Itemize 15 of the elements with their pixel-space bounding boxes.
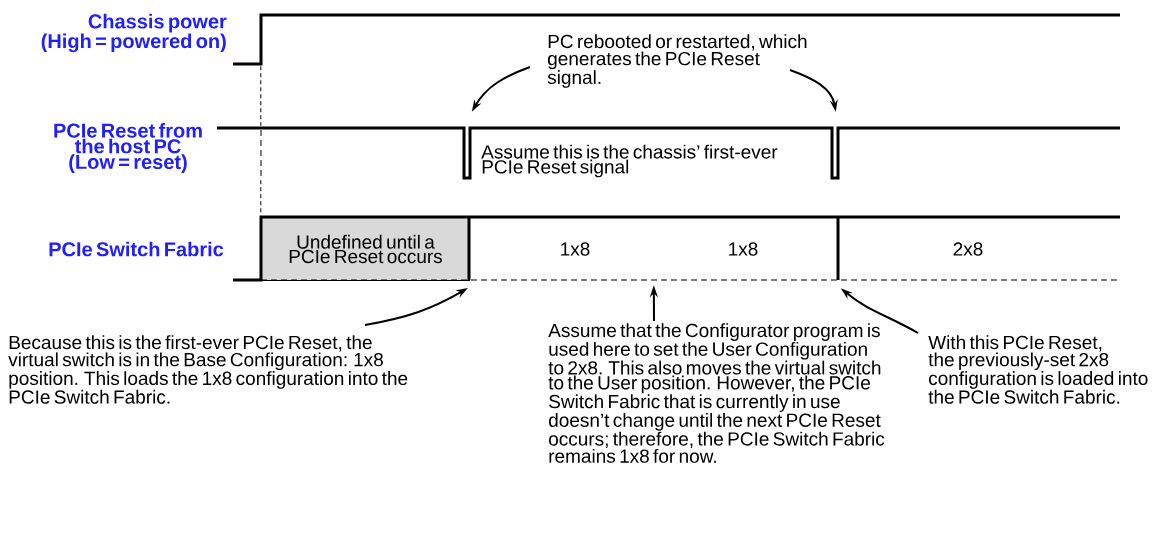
waveform xyxy=(233,215,1121,282)
callout-text: PC rebooted or restarted, which generates the PCIe Reset signal. xyxy=(547,34,807,88)
signal-name: PCIe Switch Fabric xyxy=(49,241,224,257)
waveform xyxy=(217,126,1120,180)
signal-name: Chassis power (High = powered on) xyxy=(41,13,227,53)
callout-text: Because this is the first-ever PCIe Reset, the virtual switch is in the Base Configuration: 1x8 position. This loads the 1x8 configuration into the PCIe Switch Fabric. xyxy=(8,335,408,404)
callout-text: Assume that the Configurator program is used here to set the User Configuration to 2x8. This also moves the virtual switch to the User position. However, the PCIe Switch Fabric that is currently in use doesn’t change until the next PCIe Reset occurs; therefore, the PCIe Switch Fabric remains 1x8 for now. xyxy=(548,323,885,463)
state-value: 1x8 xyxy=(561,242,590,256)
note-text: Assume this is the chassis’ first-ever PCIe Reset signal xyxy=(481,144,778,178)
state-value: 1x8 xyxy=(729,242,758,256)
guide-line xyxy=(260,65,262,127)
state-box: Undefined until a PCIe Reset occurs xyxy=(261,217,470,281)
state-value: 2x8 xyxy=(953,242,983,256)
callout-text: With this PCIe Reset, the previously-set 2x8 configuration is loaded into the PCIe Switch Fabric. xyxy=(928,335,1148,404)
signal-name: PCIe Reset from the host PC (Low = reset) xyxy=(54,123,202,173)
